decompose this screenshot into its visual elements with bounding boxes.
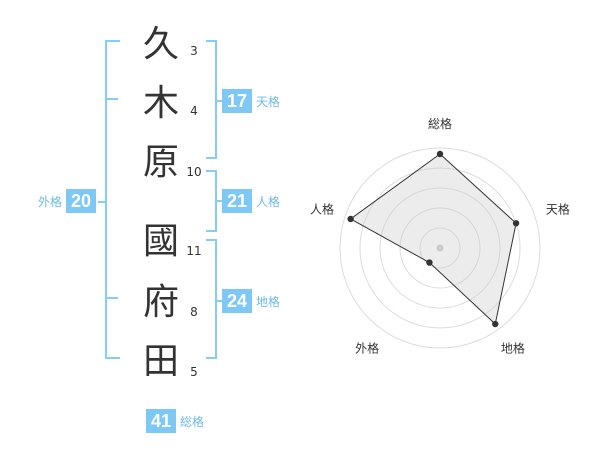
radar-rings	[339, 147, 541, 349]
radar-axis-label: 地格	[501, 340, 525, 355]
name-char-1: 久	[142, 24, 179, 65]
chikaku-value: 24	[222, 289, 252, 313]
stroke-count-3: 10	[186, 165, 202, 179]
gaikaku-value: 20	[66, 189, 97, 213]
jinkaku-value: 21	[222, 189, 252, 213]
radar-center-dot	[436, 244, 444, 252]
radar-point-5	[347, 215, 354, 223]
radar-axis-label: 天格	[546, 202, 570, 217]
chikaku-badge: 24 地格	[222, 289, 284, 313]
tenkaku-badge: 17 天格	[222, 89, 284, 113]
radar-polygon	[349, 153, 517, 326]
stroke-count-1: 3	[190, 44, 198, 58]
stroke-count-4: 11	[186, 244, 202, 258]
tenkaku-label: 天格	[256, 94, 281, 109]
radar-axis-label: 総格	[428, 116, 452, 131]
stroke-count-2: 4	[190, 104, 198, 118]
radar-axis-label: 人格	[310, 202, 334, 217]
chikaku-bracket	[206, 239, 222, 359]
tenkaku-value: 17	[222, 89, 252, 113]
tenkaku-bracket	[206, 40, 222, 159]
radar-ring	[339, 147, 541, 349]
radar-ring	[359, 167, 521, 329]
radar-point-1	[436, 150, 444, 158]
radar-ring	[399, 207, 481, 289]
stroke-count-5: 8	[190, 305, 198, 319]
gaikaku-bracket	[98, 40, 120, 359]
gaikaku-label: 外格	[38, 194, 63, 209]
name-char-5: 府	[142, 282, 179, 323]
soukaku-label: 総格	[180, 414, 205, 429]
gaikaku-badge: 外格 20	[38, 189, 97, 213]
jinkaku-badge: 21 人格	[222, 189, 284, 213]
radar-ring	[379, 187, 501, 309]
radar-axis-label: 外格	[355, 340, 379, 355]
chikaku-label: 地格	[256, 294, 281, 309]
name-char-2: 木	[142, 83, 179, 124]
name-char-6: 田	[142, 341, 179, 382]
soukaku-badge: 41 総格	[146, 409, 208, 433]
name-char-4: 國	[142, 221, 179, 262]
jinkaku-bracket	[206, 170, 222, 232]
radar-point-2	[512, 220, 520, 227]
stroke-count-6: 5	[190, 365, 198, 379]
radar-point-3	[492, 320, 499, 328]
radar-ring	[419, 227, 461, 269]
jinkaku-label: 人格	[256, 194, 281, 209]
name-char-3: 原	[142, 142, 179, 183]
radar-point-4	[426, 259, 433, 266]
soukaku-value: 41	[146, 409, 176, 433]
